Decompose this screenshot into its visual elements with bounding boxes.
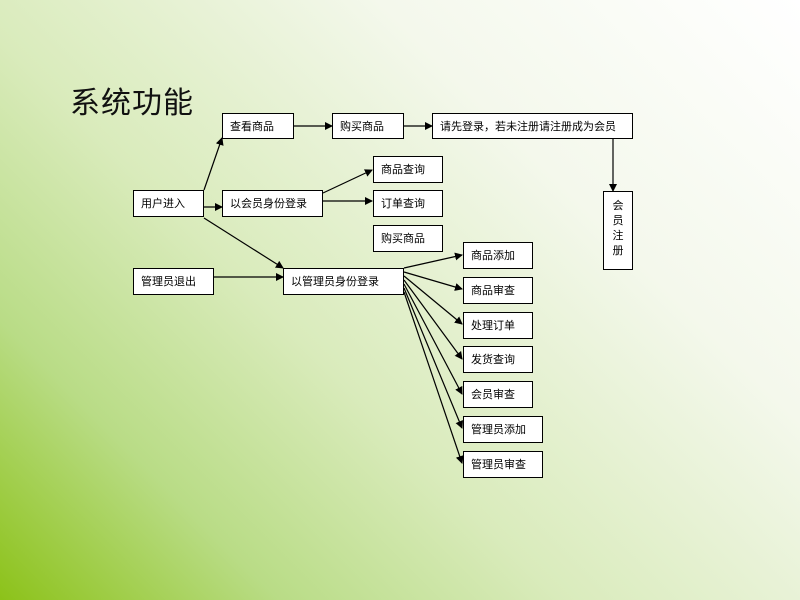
node-goods-review: 商品审查: [463, 277, 533, 304]
node-buy-goods-top: 购买商品: [332, 113, 404, 139]
node-member-register: 会 员 注 册: [603, 191, 633, 270]
page-title: 系统功能: [70, 86, 194, 121]
arrow-admin-to-goods-add: [403, 252, 463, 269]
node-order-query: 订单查询: [373, 190, 443, 217]
node-goods-add: 商品添加: [463, 242, 533, 269]
arrow-member-to-goods-query: [322, 169, 373, 194]
node-view-goods: 查看商品: [222, 113, 294, 139]
node-admin-login: 以管理员身份登录: [283, 268, 404, 295]
node-admin-review: 管理员审查: [463, 451, 543, 478]
arrow-admin-to-admin-add: [403, 287, 464, 429]
node-login-prompt: 请先登录，若未注册请注册成为会员: [432, 113, 633, 139]
node-admin-add: 管理员添加: [463, 416, 543, 443]
node-admin-exit: 管理员退出: [133, 268, 214, 295]
arrow-admin-to-admin-review: [403, 291, 464, 464]
arrow-user-to-view: [203, 137, 224, 191]
arrow-user-to-admin-login: [203, 217, 284, 269]
node-user-enter: 用户进入: [133, 190, 204, 217]
node-goods-query: 商品查询: [373, 156, 443, 183]
node-process-order: 处理订单: [463, 312, 533, 339]
node-shipping-query: 发货查询: [463, 346, 533, 373]
arrow-admin-to-process-order: [403, 275, 463, 325]
arrow-admin-to-goods-review: [403, 271, 463, 291]
node-member-login: 以会员身份登录: [222, 190, 323, 217]
arrow-admin-to-shipping-query: [403, 279, 463, 360]
arrow-admin-to-member-review: [403, 283, 463, 395]
node-member-review: 会员审查: [463, 381, 533, 408]
node-buy-goods: 购买商品: [373, 225, 443, 252]
